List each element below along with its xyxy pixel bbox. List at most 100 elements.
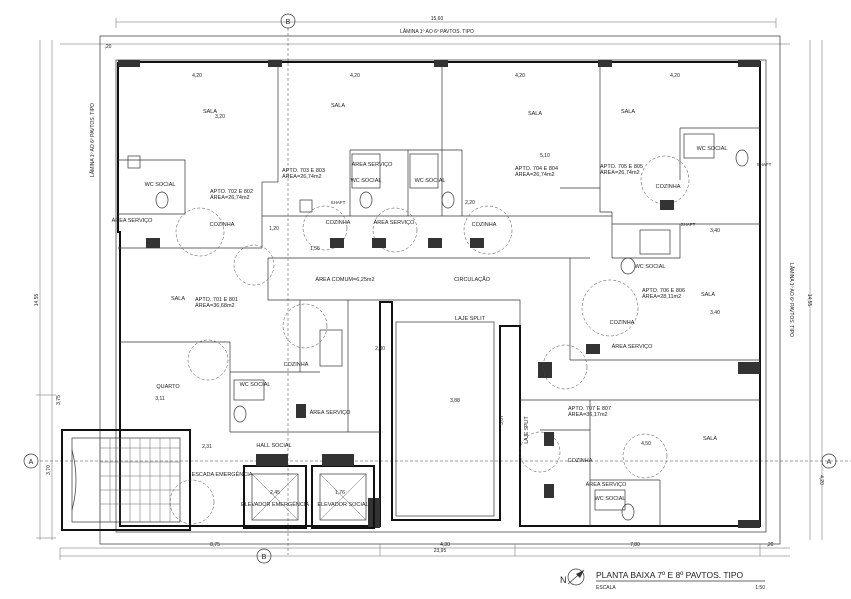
svg-text:4,20: 4,20 [818,475,824,485]
svg-text:4,20: 4,20 [192,73,202,79]
room-sala-5: SALA [171,296,185,302]
north-arrow-icon [567,568,585,586]
svg-text:3,11: 3,11 [155,396,165,402]
svg-text:4,20: 4,20 [670,73,680,79]
svg-text:3,88: 3,88 [450,398,460,404]
north-label: N [560,575,567,585]
svg-text:1,76: 1,76 [335,490,345,496]
room-wc-4: WC SOCIAL [697,146,728,152]
svg-text:B: B [286,19,291,26]
room-wc-2: WC SOCIAL [351,178,382,184]
svg-text:3,40: 3,40 [710,310,720,316]
svg-text:3,75: 3,75 [56,395,62,405]
svg-text:B: B [262,554,267,561]
interior-walls [118,64,760,526]
room-sala-1: SALA [203,109,217,115]
apto-703-label: APTO. 703 E 803 [282,168,325,174]
apto-707-area: ÁREA=36,17m2 [568,411,608,418]
room-area-comum: ÁREA COMUM=6,25m2 [315,276,374,283]
apto-703-area: ÁREA=26,74m2 [282,173,322,180]
svg-text:14,55: 14,55 [806,294,812,307]
svg-text:5,07: 5,07 [499,415,505,425]
apto-701-area: ÁREA=36,68m2 [195,302,235,309]
room-wc-6: WC SOCIAL [240,382,271,388]
room-cozinha-2: COZINHA [326,220,351,226]
room-area-servico-3: ÁREA SERVIÇO [374,219,416,226]
title-block: N PLANTA BAIXA 7º E 8º PAVTOS. TIPO ESCA… [560,568,765,591]
svg-text:2,31: 2,31 [202,444,212,450]
room-wc-5: WC SOCIAL [635,264,666,270]
apto-705-label: APTO. 705 E 805 [600,164,643,170]
room-cozinha-7: COZINHA [568,458,593,464]
svg-text:3,20: 3,20 [215,114,225,120]
room-sala-4: SALA [621,109,635,115]
room-area-servico-6: ÁREA SERVIÇO [586,481,628,488]
elevator-cabins [243,454,375,529]
apto-706-label: APTO. 706 E 806 [642,288,685,294]
axis-marker-top: B [280,13,296,29]
room-sala-2: SALA [331,103,345,109]
room-shaft-3: SHAFT [681,222,696,227]
section-label-right: LÂMINA 1º AO 6º PAVTOS. TIPO [788,263,795,337]
room-laje-split-2: LAJE SPLIT [524,416,530,443]
drawing-title: PLANTA BAIXA 7º E 8º PAVTOS. TIPO [596,570,744,580]
door-swings [169,155,690,525]
axis-marker-bottom: B [256,548,272,564]
svg-text:14,55: 14,55 [34,294,40,307]
apto-705-area: ÁREA=26,74m2 [600,169,640,176]
room-shaft-2: SHAFT [757,162,772,167]
apartment-labels: APTO. 702 E 802 ÁREA=26,74m2 APTO. 703 E… [195,164,685,418]
svg-text:4,30: 4,30 [440,542,450,548]
svg-text:3,70: 3,70 [46,465,52,475]
svg-text:3,40: 3,40 [710,228,720,234]
room-area-servico-2: ÁREA SERVIÇO [352,161,394,168]
room-quarto: QUARTO [156,384,180,390]
svg-text:23,95: 23,95 [434,548,447,554]
svg-text:8,75: 8,75 [210,542,220,548]
axis-marker-left: A [23,453,39,469]
room-laje-split-1: LAJE SPLIT [455,316,486,322]
apto-702-label: APTO. 702 E 802 [210,189,253,195]
room-cozinha-5: COZINHA [610,320,635,326]
room-cozinha-6: COZINHA [284,362,309,368]
exterior-walls [99,35,781,545]
room-hall-social: HALL SOCIAL [256,443,291,449]
emergency-stair [61,429,191,531]
room-wc-3: WC SOCIAL [415,178,446,184]
svg-text:4,20: 4,20 [515,73,525,79]
apto-701-label: APTO. 701 E 801 [195,297,238,303]
room-sala-3: SALA [528,111,542,117]
svg-text:1,20: 1,20 [269,226,279,232]
room-sala-6: SALA [701,292,715,298]
axis-marker-right: A [821,453,837,469]
svg-text:15,60: 15,60 [431,16,444,22]
room-cozinha-3: COZINHA [472,222,497,228]
plumbing-fixtures [127,133,749,521]
apto-704-area: ÁREA=26,74m2 [515,171,555,178]
room-wc-1: WC SOCIAL [145,182,176,188]
room-elevador-emergencia: ELEVADOR EMERGÊNCIA [241,500,309,508]
room-area-servico-1: ÁREA SERVIÇO [112,217,154,224]
room-shaft-1: SHAFT [331,200,346,205]
svg-text:1,55: 1,55 [310,246,320,252]
svg-text:A: A [29,459,34,466]
svg-text:2,45: 2,45 [270,490,280,496]
svg-text:4,20: 4,20 [350,73,360,79]
room-sala-7: SALA [703,436,717,442]
apto-702-area: ÁREA=26,74m2 [210,194,250,201]
dimension-texts: 15,60 23,95 8,75 4,30 7,80 ,20 14,55 3,7… [34,16,824,554]
room-cozinha-4: COZINHA [656,184,681,190]
scale-label: ESCALA [596,585,616,591]
svg-text:,20: ,20 [105,44,112,50]
apto-706-area: ÁREA=28,11m2 [642,293,681,300]
svg-text:7,80: 7,80 [630,542,640,548]
room-escada: ESCADA EMERGÊNCIA [192,470,253,478]
room-cozinha-1: COZINHA [210,222,235,228]
room-wc-7: WC SOCIAL [595,496,626,502]
dimension-lines [36,18,823,560]
room-labels: SALA SALA SALA SALA SALA SALA SALA QUART… [112,103,772,508]
svg-text:5,10: 5,10 [540,153,550,159]
svg-text:A: A [827,459,832,466]
scale-value: 1:50 [755,585,765,591]
